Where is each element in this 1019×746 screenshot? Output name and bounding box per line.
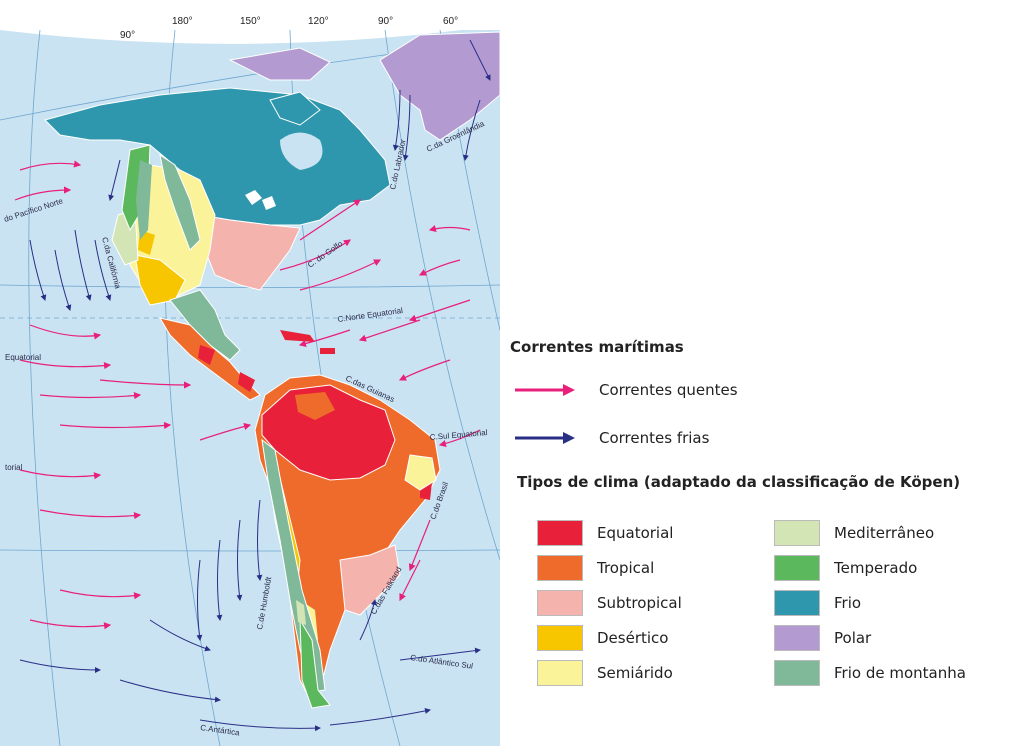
legend-label: Equatorial [597, 524, 674, 542]
lon-label: 120° [308, 16, 329, 27]
legend-item: Frio de montanha [774, 660, 966, 686]
legend-item: Desértico [537, 625, 682, 651]
warm-arrow-icon [515, 384, 575, 396]
warm-currents [14, 160, 481, 630]
legend-label: Frio [834, 594, 862, 612]
current-label: Equatorial [5, 353, 41, 362]
swatch [774, 660, 820, 686]
climate-column-right: Mediterrâneo Temperado Frio Polar Frio d… [774, 520, 966, 695]
legend-label: Desértico [597, 629, 669, 647]
legend-label: Polar [834, 629, 872, 647]
legend-label: Subtropical [597, 594, 682, 612]
legend-label: Temperado [834, 559, 918, 577]
legend-label: Mediterrâneo [834, 524, 935, 542]
legend-label: Tropical [597, 559, 655, 577]
cold-currents [19, 39, 491, 732]
climate-column-left: Equatorial Tropical Subtropical Desértic… [537, 520, 682, 695]
climate-map: 90° 180° 150° 120° 90° 60° [0, 0, 500, 746]
legend-cold-current: Correntes frias [513, 426, 709, 450]
legend-label: Correntes frias [599, 429, 710, 447]
lon-label: 60° [443, 16, 458, 27]
swatch [774, 625, 820, 651]
legend-item: Semiárido [537, 660, 682, 686]
legend-item: Equatorial [537, 520, 682, 546]
swatch [537, 625, 583, 651]
swatch [537, 660, 583, 686]
lon-label: 180° [172, 16, 193, 27]
climate-title: Tipos de clima (adaptado da classificaçã… [517, 473, 961, 491]
swatch [774, 520, 820, 546]
currents-title: Correntes marítimas [510, 338, 684, 356]
lon-label: 150° [240, 16, 261, 27]
lon-label: 90° [120, 30, 135, 41]
swatch [537, 520, 583, 546]
legend-label: Frio de montanha [834, 664, 966, 682]
legend-item: Mediterrâneo [774, 520, 966, 546]
swatch [774, 590, 820, 616]
swatch [774, 555, 820, 581]
legend-warm-current: Correntes quentes [513, 378, 738, 402]
legend-label: Correntes quentes [599, 381, 738, 399]
swatch [537, 590, 583, 616]
legend-item: Frio [774, 590, 966, 616]
map-legend: Correntes marítimas Correntes quentes Co… [505, 330, 1019, 740]
current-label: torial [5, 463, 23, 472]
swatch [537, 555, 583, 581]
longitude-labels: 90° 180° 150° 120° 90° 60° [120, 16, 458, 41]
legend-item: Polar [774, 625, 966, 651]
legend-item: Temperado [774, 555, 966, 581]
lon-label: 90° [378, 16, 393, 27]
legend-item: Subtropical [537, 590, 682, 616]
cold-arrow-icon [515, 432, 575, 444]
legend-label: Semiárido [597, 664, 673, 682]
legend-item: Tropical [537, 555, 682, 581]
